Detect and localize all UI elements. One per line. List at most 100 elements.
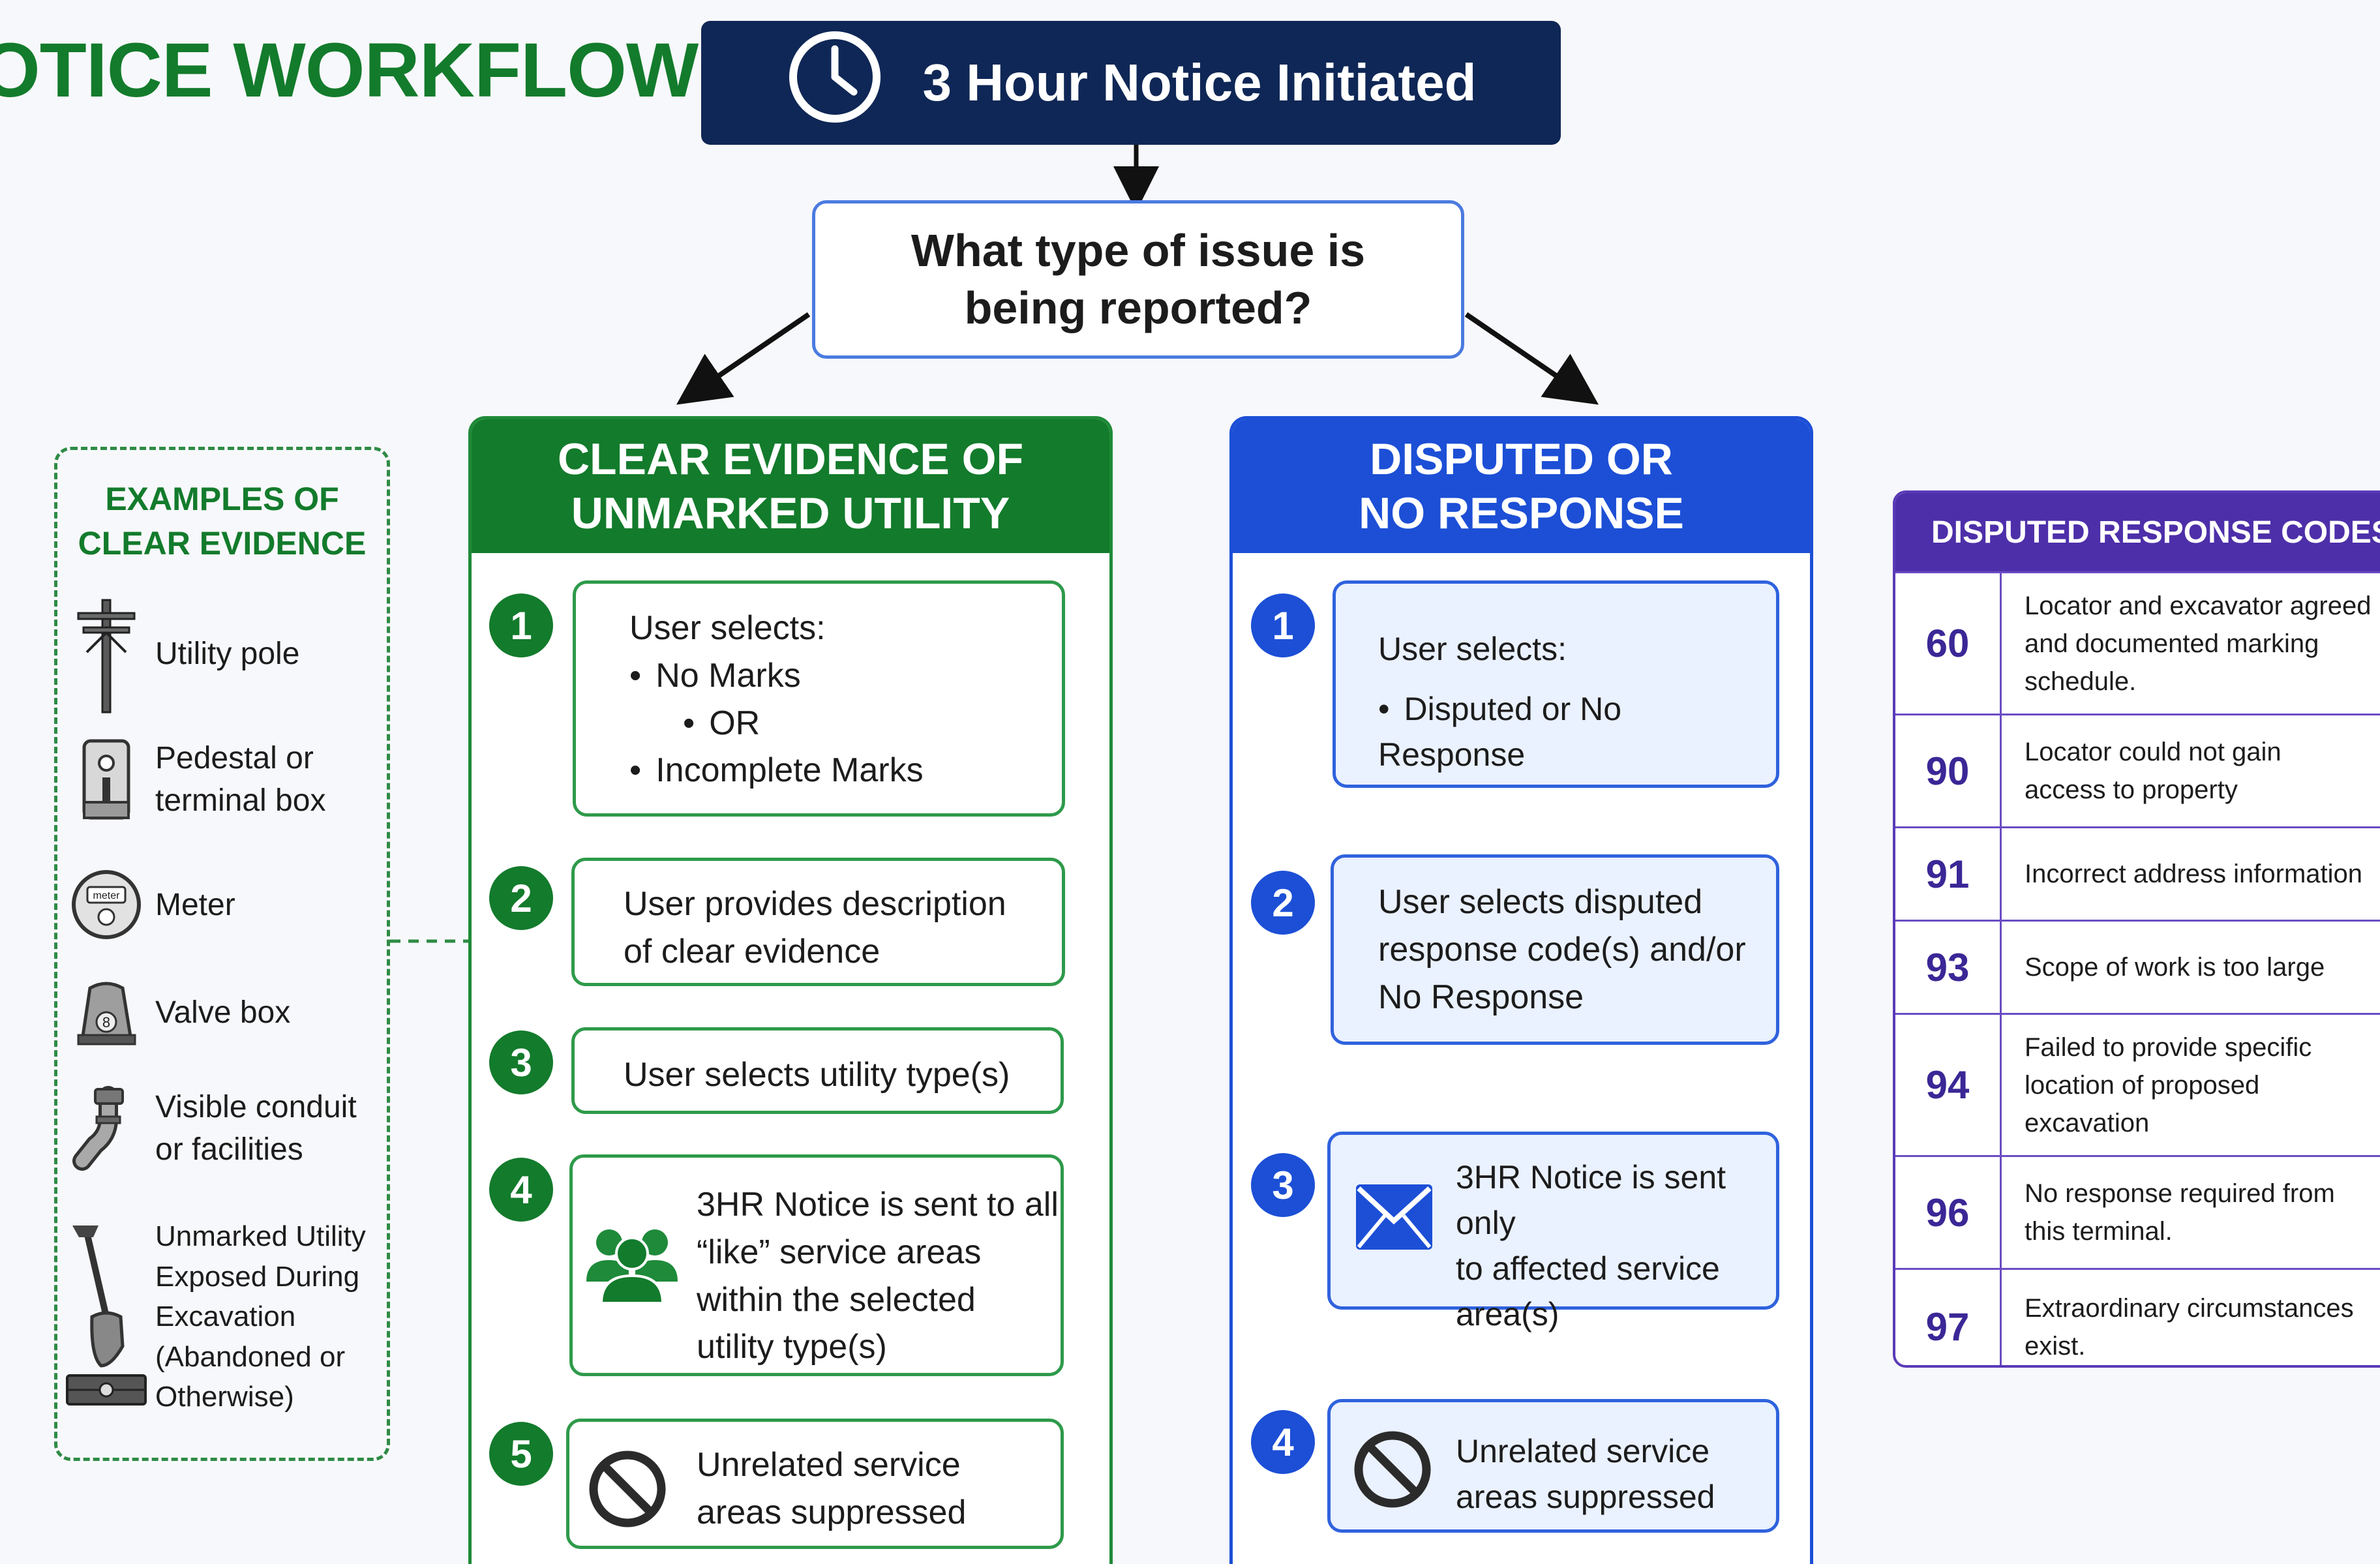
step-number-badge: 2 — [489, 866, 553, 930]
step-or: OR — [629, 700, 1062, 747]
code-number: 91 — [1895, 828, 2002, 920]
table-row: 91 Incorrect address information — [1895, 826, 2380, 920]
examples-title-line2: CLEAR EVIDENCE — [78, 524, 367, 562]
example-label: Utility pole — [155, 636, 300, 671]
utility-pole-icon — [57, 594, 155, 714]
table-row: 97 Extraordinary circumstances exist. — [1895, 1268, 2380, 1365]
code-number: 60 — [1895, 573, 2002, 714]
shovel-icon — [57, 1219, 155, 1415]
table-row: 90 Locator could not gain access to prop… — [1895, 714, 2380, 826]
code-number: 94 — [1895, 1015, 2002, 1155]
step-number-badge: 5 — [489, 1422, 553, 1486]
step-number-badge: 1 — [1251, 594, 1315, 657]
disputed-header: DISPUTED OR NO RESPONSE — [1233, 419, 1810, 553]
step-option: Disputed or No Response — [1378, 686, 1776, 777]
example-conduit: Visible conduit or facilities — [57, 1083, 387, 1174]
example-label-line: Otherwise) — [155, 1381, 294, 1413]
table-row: 94 Failed to provide specific location o… — [1895, 1013, 2380, 1155]
code-description: Incorrect address information — [2002, 855, 2362, 893]
left-step-2: User provides description of clear evide… — [571, 858, 1065, 986]
example-label-line: Pedestal or — [155, 741, 314, 775]
step-text-line: 3HR Notice is sent to all — [697, 1186, 1059, 1224]
step-text-line: of clear evidence — [624, 932, 881, 970]
question-line2: being reported? — [964, 282, 1312, 333]
step-number-badge: 4 — [489, 1158, 553, 1222]
code-number: 90 — [1895, 715, 2002, 826]
step-number-badge: 2 — [1251, 871, 1315, 935]
step-text-line: 3HR Notice is sent only — [1456, 1159, 1726, 1241]
example-label-line: or facilities — [155, 1132, 303, 1167]
code-desc-line: this terminal. — [2025, 1217, 2173, 1246]
example-label: Unmarked Utility Exposed During Excavati… — [155, 1216, 366, 1417]
example-label-line: Unmarked Utility — [155, 1220, 366, 1252]
code-number: 93 — [1895, 922, 2002, 1013]
code-desc-line: Extraordinary circumstances — [2025, 1293, 2354, 1323]
code-description: Failed to provide specific location of p… — [2002, 1029, 2312, 1142]
step-text-line: areas suppressed — [697, 1493, 967, 1531]
examples-title-line1: EXAMPLES OF — [105, 481, 339, 517]
step-number-badge: 4 — [1251, 1410, 1315, 1474]
examples-panel: EXAMPLES OF CLEAR EVIDENCE Utility pole — [54, 447, 390, 1461]
arrow-to-right-column — [1464, 312, 1599, 405]
clock-icon — [786, 28, 884, 138]
start-label: 3 Hour Notice Initiated — [922, 53, 1477, 112]
right-step-1: User selects: Disputed or No Response — [1333, 580, 1779, 788]
code-number: 97 — [1895, 1270, 2002, 1365]
step-text-line: No Response — [1378, 978, 1584, 1016]
right-step-4: Unrelated service areas suppressed — [1327, 1399, 1779, 1533]
prohibited-icon — [585, 1447, 670, 1544]
step-text-line: “like” service areas — [697, 1233, 982, 1271]
code-desc-line: Incorrect address information — [2025, 860, 2363, 888]
step-text-line: Unrelated service — [1456, 1433, 1710, 1469]
step-number-badge: 1 — [489, 594, 553, 657]
code-desc-line: Locator could not gain — [2025, 738, 2282, 766]
codes-table-header: DISPUTED RESPONSE CODES — [1895, 493, 2380, 571]
code-desc-line: schedule. — [2025, 667, 2137, 696]
meter-icon: meter — [57, 867, 155, 942]
code-number: 96 — [1895, 1157, 2002, 1268]
table-row: 93 Scope of work is too large — [1895, 920, 2380, 1013]
code-desc-line: excavation — [2025, 1108, 2150, 1137]
step-text-line: to affected service — [1456, 1250, 1720, 1287]
left-step-4: 3HR Notice is sent to all “like” service… — [569, 1154, 1064, 1376]
meter-icon-text: meter — [93, 890, 120, 901]
example-exposed-utility: Unmarked Utility Exposed During Excavati… — [57, 1216, 387, 1417]
disputed-codes-table: DISPUTED RESPONSE CODES 60 Locator and e… — [1893, 490, 2380, 1368]
example-label: Meter — [155, 887, 235, 922]
example-label: Valve box — [155, 995, 291, 1030]
pedestal-icon — [57, 737, 155, 822]
step-text-line: utility type(s) — [697, 1328, 887, 1366]
step-intro: User selects: — [629, 609, 826, 647]
column-header-line: UNMARKED UTILITY — [571, 488, 1010, 538]
people-group-icon — [583, 1220, 681, 1317]
code-description: Extraordinary circumstances exist. — [2002, 1289, 2354, 1365]
code-desc-line: exist. — [2025, 1331, 2086, 1361]
decision-question: What type of issue is being reported? — [812, 200, 1464, 359]
code-description: Locator and excavator agreed and documen… — [2002, 587, 2371, 700]
code-desc-line: Locator and excavator agreed — [2025, 591, 2372, 620]
code-desc-line: location of proposed — [2025, 1070, 2260, 1100]
step-option: Incomplete Marks — [629, 747, 1062, 794]
example-label: Pedestal or terminal box — [155, 737, 325, 822]
column-header-line: CLEAR EVIDENCE OF — [557, 434, 1024, 484]
code-desc-line: and documented marking — [2025, 629, 2319, 658]
step-text-line: response code(s) and/or — [1378, 930, 1746, 969]
valve-box-icon-text: 8 — [102, 1014, 110, 1030]
step-intro: User selects: — [1378, 631, 1567, 667]
page-title: OTICE WORKFLOW — [0, 27, 699, 113]
step-text-line: area(s) — [1456, 1296, 1559, 1332]
example-label-line: (Abandoned or — [155, 1340, 346, 1373]
example-meter: meter Meter — [57, 867, 387, 942]
step-text-line: within the selected — [697, 1280, 976, 1319]
step-option: No Marks — [629, 652, 1062, 700]
column-header-line: DISPUTED OR — [1370, 434, 1673, 484]
step-text-line: User selects utility type(s) — [624, 1056, 1010, 1094]
examples-title: EXAMPLES OF CLEAR EVIDENCE — [57, 477, 387, 565]
table-row: 60 Locator and excavator agreed and docu… — [1895, 571, 2380, 714]
example-label-line: terminal box — [155, 783, 326, 819]
step-text-line: Unrelated service — [697, 1446, 961, 1484]
step-text-line: areas suppressed — [1456, 1479, 1715, 1515]
code-desc-line: No response required from — [2025, 1179, 2335, 1208]
left-step-1: User selects: No Marks OR Incomplete Mar… — [573, 580, 1065, 817]
envelope-icon — [1353, 1182, 1435, 1265]
